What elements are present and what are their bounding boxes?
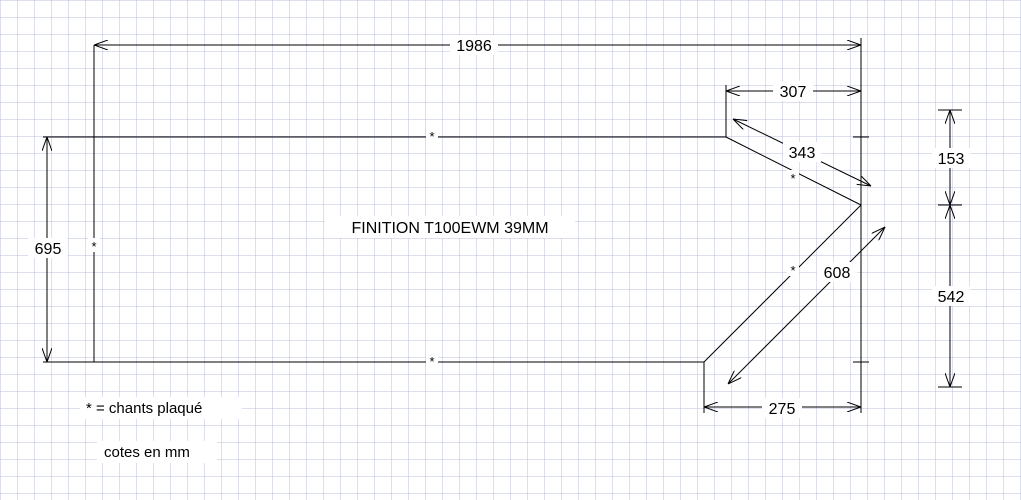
dim-height: 695	[35, 241, 62, 258]
edge-marker-upper-diagonal: *	[790, 171, 795, 186]
edge-marker-bottom: *	[429, 354, 434, 369]
dim-top-offset: 307	[780, 84, 807, 101]
finish-label: FINITION T100EWM 39MM	[351, 220, 548, 237]
dim-bottom-offset: 275	[769, 401, 796, 418]
edge-marker-top: *	[429, 129, 434, 144]
dim-lower-height: 542	[938, 289, 965, 306]
dim-line-lower-diagonal	[728, 227, 885, 384]
dimension-labels: 1986 307 343 608 275 695 153 542	[28, 35, 970, 418]
edge-marker-lower-diagonal: *	[790, 263, 795, 278]
edge-markers: * * * * *	[88, 128, 799, 369]
edge-marker-left: *	[91, 239, 96, 254]
dim-lower-diagonal: 608	[824, 265, 851, 282]
dim-upper-diagonal: 343	[789, 145, 816, 162]
dim-overall-length: 1986	[456, 38, 492, 55]
legend-edge-note: * = chants plaqué	[86, 400, 202, 417]
dim-upper-height: 153	[938, 151, 965, 168]
legend-units-note: cotes en mm	[104, 444, 190, 461]
